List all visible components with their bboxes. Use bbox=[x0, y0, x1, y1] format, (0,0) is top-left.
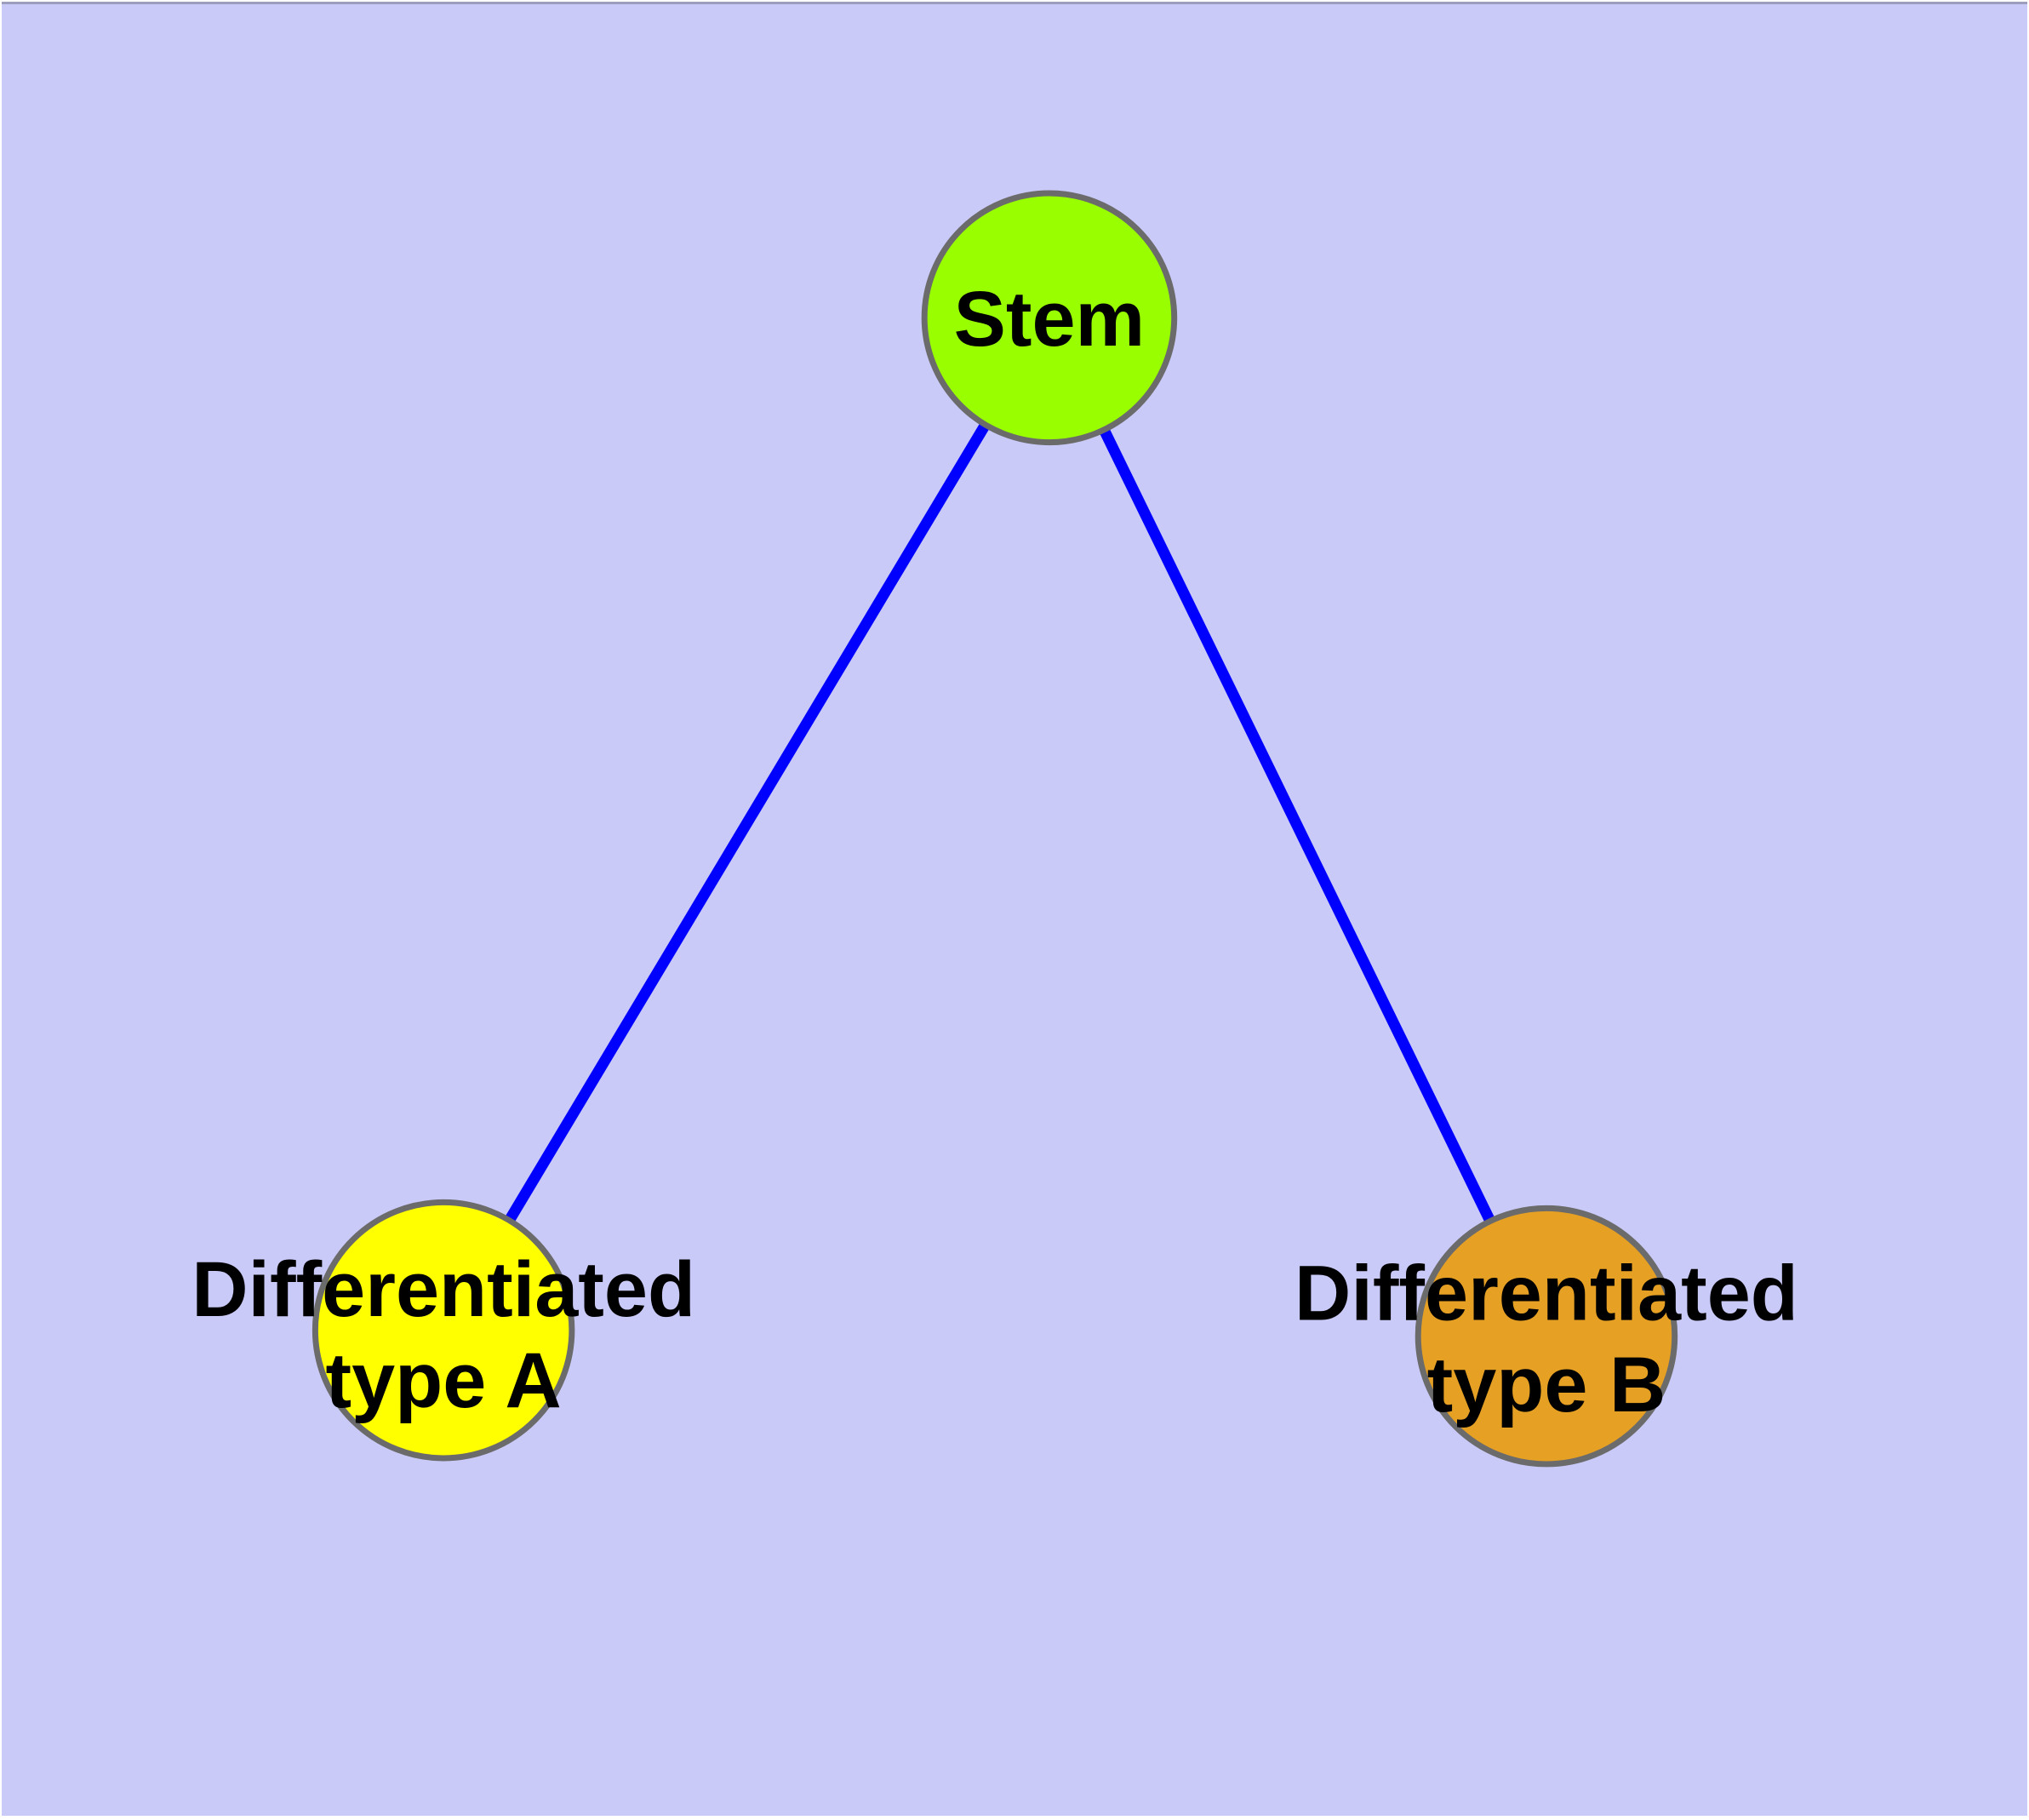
node-type-b-label-line1: Differentiated bbox=[1295, 1251, 1798, 1337]
node-type-a-circle[interactable] bbox=[311, 1199, 575, 1462]
node-stem[interactable]: Stem bbox=[921, 190, 1178, 446]
node-stem-label: Stem bbox=[954, 276, 1146, 363]
node-type-b[interactable]: Differentiated type B bbox=[1295, 1205, 1798, 1468]
edge-stem-to-type-a bbox=[438, 314, 1055, 1333]
node-type-a[interactable]: Differentiated type A bbox=[191, 1199, 695, 1462]
graph-canvas: Stem Differentiated type A Differentiate… bbox=[2, 4, 2027, 1816]
edge-stem-to-type-b bbox=[1044, 315, 1552, 1339]
node-type-a-label-line1: Differentiated bbox=[191, 1246, 695, 1333]
node-type-b-label-line2: type B bbox=[1427, 1342, 1666, 1428]
node-stem-circle[interactable] bbox=[921, 190, 1178, 446]
node-type-b-circle[interactable] bbox=[1415, 1205, 1678, 1468]
node-type-a-label-line2: type A bbox=[326, 1337, 562, 1424]
